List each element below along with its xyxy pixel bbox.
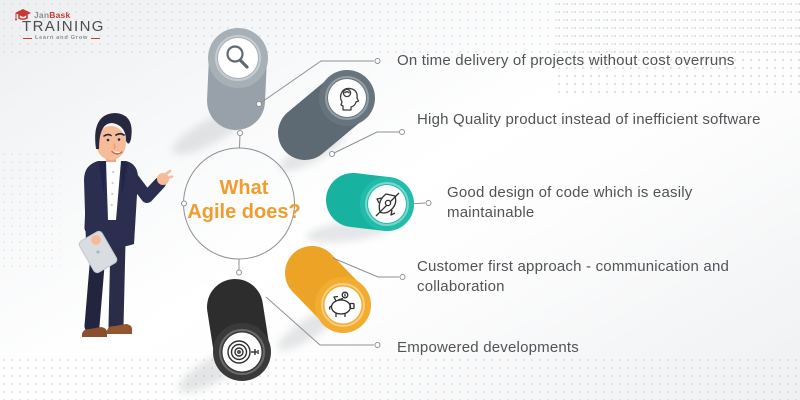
cylinder-shadows — [172, 109, 394, 393]
target-dart-icon — [227, 340, 259, 364]
agile-heading: What Agile does? — [168, 177, 320, 224]
mind-gears-icon — [339, 87, 360, 111]
benefit-text-high-quality: High Quality product instead of ineffici… — [417, 111, 761, 128]
cylinder-magnifier — [207, 28, 268, 130]
tagline-dash-left — [23, 37, 32, 39]
cylinder-target — [207, 279, 271, 381]
agile-heading-line1: What — [219, 177, 269, 199]
tagline-dash-right — [91, 37, 101, 39]
cylinder-rocket — [326, 173, 414, 231]
connector-lines — [258, 60, 426, 346]
agile-heading-line2: Agile does? — [187, 200, 301, 223]
piggy-bank-icon — [328, 291, 355, 317]
cylinder-mind — [278, 70, 375, 160]
cylinder-piggy — [285, 246, 371, 333]
magnifier-icon — [226, 45, 249, 69]
brand-text: JanBask — [34, 10, 71, 20]
benefit-text-good-design: Good design of code which is easily main… — [447, 184, 693, 221]
benefit-text-customer-first: Customer first approach - communication … — [417, 258, 730, 295]
connector-nodes — [181, 58, 432, 348]
benefit-text-on-time-delivery: On time delivery of projects without cos… — [397, 52, 735, 69]
presenter-man-illustration — [78, 113, 174, 337]
rocket-icon — [375, 192, 400, 217]
janbask-logo: JanBask TRAINING Learn and Grow — [14, 8, 124, 41]
graduation-cap-icon — [15, 9, 31, 21]
logo-title: TRAINING — [22, 18, 105, 35]
logo-tagline-row: Learn and Grow — [23, 35, 124, 41]
benefit-text-empowered: Empowered developments — [397, 339, 579, 356]
logo-tagline: Learn and Grow — [35, 35, 89, 41]
